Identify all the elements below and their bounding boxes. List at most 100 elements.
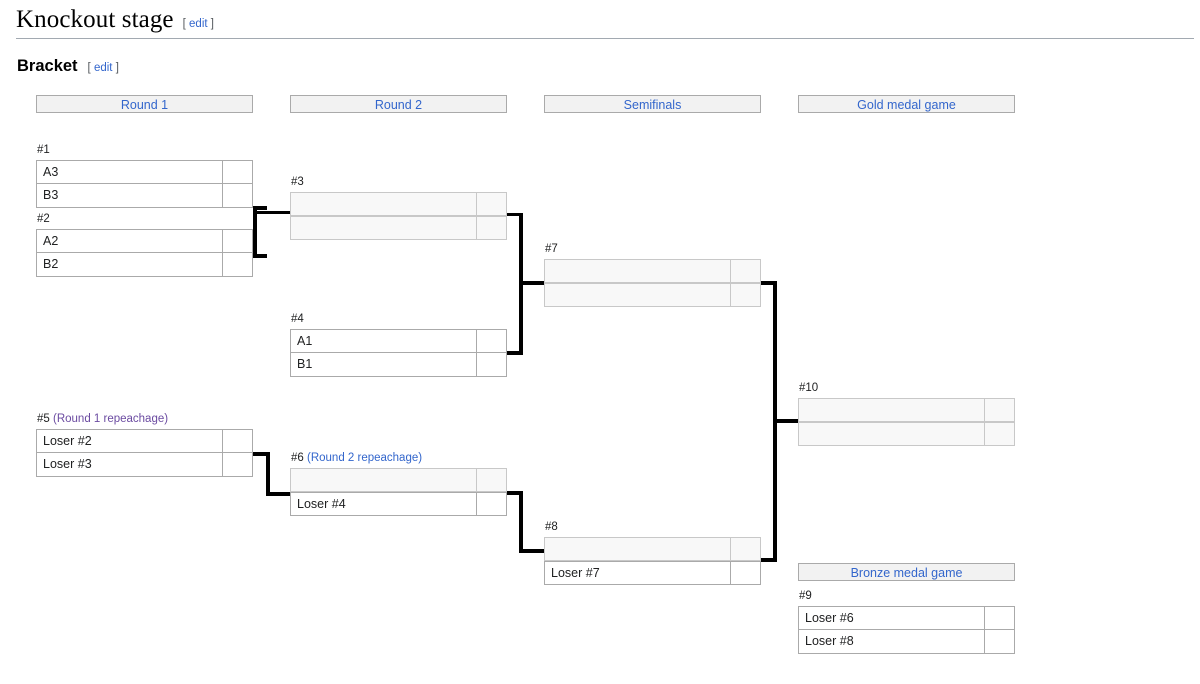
match-9: #9 Loser #6 Loser #8 <box>798 590 1015 654</box>
column-header-gold-medal-game[interactable]: Gold medal game <box>798 95 1015 113</box>
match-7-number: #7 <box>545 243 558 255</box>
edit-link-label[interactable]: edit <box>93 62 113 74</box>
match-2-team-2: B2 <box>36 253 223 277</box>
match-5-label: #5 (Round 1 repeachage) <box>37 412 168 426</box>
table-row[interactable]: A2 <box>36 229 253 253</box>
column-header-bronze-medal-game[interactable]: Bronze medal game <box>798 563 1015 581</box>
match-5-number: #5 <box>37 413 50 425</box>
match-3-score-1 <box>477 192 507 216</box>
match-8: #8 Loser #7 <box>544 521 761 585</box>
table-row[interactable]: B3 <box>36 184 253 208</box>
match-6-note-link[interactable]: (Round 2 repeachage) <box>307 452 423 464</box>
table-row[interactable] <box>544 537 761 561</box>
connector-into-m7 <box>519 281 546 285</box>
bracket-title: Bracket <box>17 57 78 75</box>
match-3-score-2 <box>477 216 507 240</box>
column-header-round-2[interactable]: Round 2 <box>290 95 507 113</box>
match-7-score-2 <box>731 283 761 307</box>
match-8-team-1 <box>544 537 731 561</box>
match-6-score-1 <box>477 468 507 492</box>
bracket-close: ] <box>115 62 119 74</box>
match-5-note-link[interactable]: (Round 1 repeachage) <box>53 413 169 425</box>
match-10-label: #10 <box>799 381 818 395</box>
match-10-team-2 <box>798 422 985 446</box>
table-row[interactable] <box>290 216 507 240</box>
table-row[interactable] <box>798 398 1015 422</box>
match-2-score-2 <box>223 253 253 277</box>
match-6-team-1 <box>290 468 477 492</box>
connector-m5-to-m6-vertical <box>266 452 270 496</box>
column-header-semifinals[interactable]: Semifinals <box>544 95 761 113</box>
match-5: #5 (Round 1 repeachage) Loser #2 Loser #… <box>36 413 253 477</box>
match-1-team-1: A3 <box>36 160 223 184</box>
match-8-score-1 <box>731 537 761 561</box>
match-4-label: #4 <box>291 312 304 326</box>
match-2: #2 A2 B2 <box>36 213 253 277</box>
match-8-team-2: Loser #7 <box>544 561 731 585</box>
connector-m4-stub <box>505 351 523 355</box>
column-header-gold-medal-game-link[interactable]: Gold medal game <box>857 98 956 112</box>
table-row[interactable]: B1 <box>290 353 507 377</box>
match-2-team-1: A2 <box>36 229 223 253</box>
match-5-team-1: Loser #2 <box>36 429 223 453</box>
match-7: #7 <box>544 243 761 307</box>
match-7-team-2 <box>544 283 731 307</box>
table-row[interactable]: Loser #4 <box>290 492 507 516</box>
connector-m2-stub <box>253 254 267 258</box>
table-row[interactable]: Loser #7 <box>544 561 761 585</box>
table-row[interactable] <box>290 468 507 492</box>
match-9-score-2 <box>985 630 1015 654</box>
match-2-number: #2 <box>37 213 50 225</box>
table-row[interactable]: B2 <box>36 253 253 277</box>
connector-into-m10 <box>773 419 800 423</box>
table-row[interactable]: A3 <box>36 160 253 184</box>
match-4-team-1: A1 <box>290 329 477 353</box>
table-row[interactable]: Loser #3 <box>36 453 253 477</box>
match-10-number: #10 <box>799 382 819 394</box>
match-1-score-2 <box>223 184 253 208</box>
match-5-score-2 <box>223 453 253 477</box>
match-9-label: #9 <box>799 589 812 603</box>
match-4-team-2: B1 <box>290 353 477 377</box>
edit-link-label[interactable]: edit <box>189 18 208 30</box>
match-8-score-2 <box>731 561 761 585</box>
match-9-number: #9 <box>799 590 812 602</box>
table-row[interactable] <box>798 422 1015 446</box>
connector-m8-stub <box>759 558 777 562</box>
column-header-bronze-medal-game-link[interactable]: Bronze medal game <box>850 566 963 580</box>
connector-m3-stub <box>505 213 523 216</box>
match-7-score-1 <box>731 259 761 283</box>
table-row[interactable]: A1 <box>290 329 507 353</box>
match-10-team-1 <box>798 398 985 422</box>
table-row[interactable] <box>290 192 507 216</box>
column-header-round-1[interactable]: Round 1 <box>36 95 253 113</box>
match-4-score-1 <box>477 329 507 353</box>
table-row[interactable]: Loser #8 <box>798 630 1015 654</box>
table-row[interactable] <box>544 283 761 307</box>
connector-into-m6 <box>266 492 292 496</box>
connector-m1-stub <box>253 206 267 210</box>
match-3: #3 <box>290 176 507 240</box>
table-row[interactable]: Loser #2 <box>36 429 253 453</box>
match-9-score-1 <box>985 606 1015 630</box>
column-header-round-2-link[interactable]: Round 2 <box>374 98 423 112</box>
table-row[interactable] <box>544 259 761 283</box>
match-6-label: #6 (Round 2 repeachage) <box>291 451 422 465</box>
bracket-open: [ <box>87 62 91 74</box>
connector-m7-stub <box>759 281 777 285</box>
match-5-team-2: Loser #3 <box>36 453 223 477</box>
edit-link-bracket[interactable]: [ edit ] <box>88 62 119 74</box>
match-6-score-2 <box>477 492 507 516</box>
match-4-score-2 <box>477 353 507 377</box>
edit-link-knockout-stage[interactable]: [ edit ] <box>183 18 214 30</box>
match-5-score-1 <box>223 429 253 453</box>
connector-m5-stub <box>253 452 270 456</box>
match-10: #10 <box>798 382 1015 446</box>
connector-r1-to-r2-top-vertical <box>253 206 257 258</box>
match-10-score-2 <box>985 422 1015 446</box>
table-row[interactable]: Loser #6 <box>798 606 1015 630</box>
match-8-label: #8 <box>545 520 558 534</box>
column-header-round-1-link[interactable]: Round 1 <box>120 98 169 112</box>
match-9-team-1: Loser #6 <box>798 606 985 630</box>
column-header-semifinals-link[interactable]: Semifinals <box>623 98 682 112</box>
